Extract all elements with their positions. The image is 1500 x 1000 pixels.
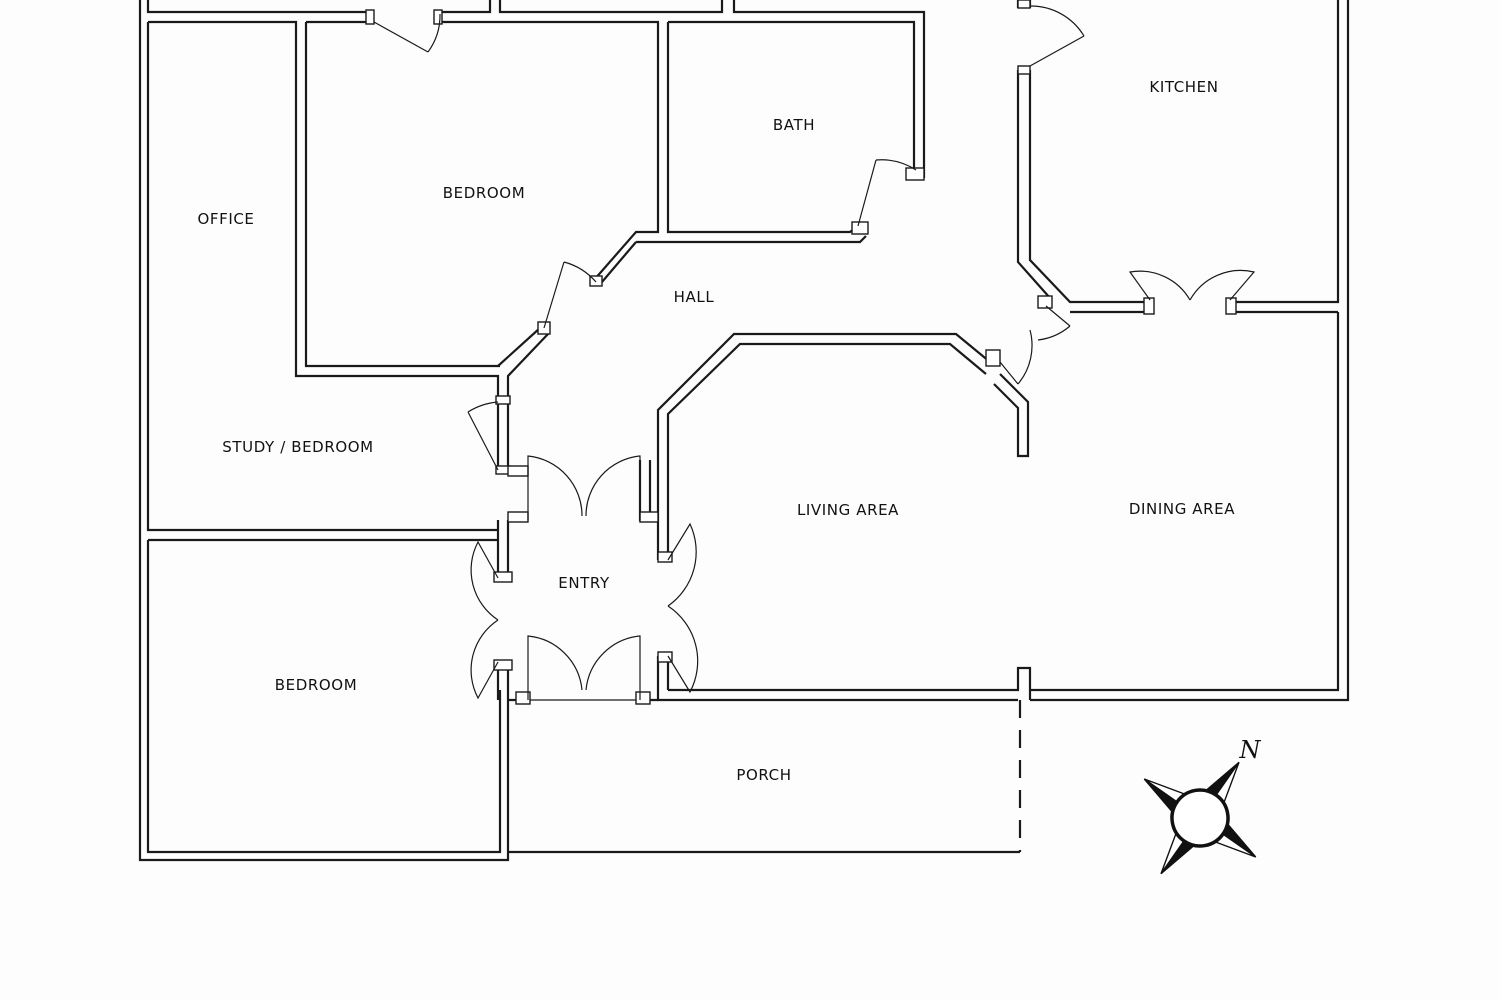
porch-walls [508, 700, 1022, 854]
west-exterior-wall [138, 20, 510, 862]
room-label-hall: HALL [674, 288, 715, 306]
room-label-office: OFFICE [197, 210, 254, 228]
room-label-kitchen: KITCHEN [1149, 78, 1218, 96]
room-label-dining-area: DINING AREA [1129, 500, 1235, 518]
room-label-study-bedroom: STUDY / BEDROOM [222, 438, 373, 456]
room-label-bedroom-top: BEDROOM [443, 184, 526, 202]
room-label-bath: BATH [773, 116, 815, 134]
bedroom-bath-walls [306, 20, 926, 400]
room-label-entry: ENTRY [558, 574, 610, 592]
north-arrow-compass-icon [1143, 761, 1257, 875]
kitchen-walls [1016, 0, 1350, 702]
room-label-porch: PORCH [736, 766, 791, 784]
top-strip-walls [138, 0, 926, 22]
door-swings [365, 0, 1256, 705]
room-label-bedroom-bottom: BEDROOM [275, 676, 358, 694]
living-dining-walls [656, 332, 1032, 702]
room-label-living-area: LIVING AREA [797, 501, 899, 519]
compass-north-letter: N [1239, 736, 1262, 764]
entry-walls [496, 400, 670, 702]
